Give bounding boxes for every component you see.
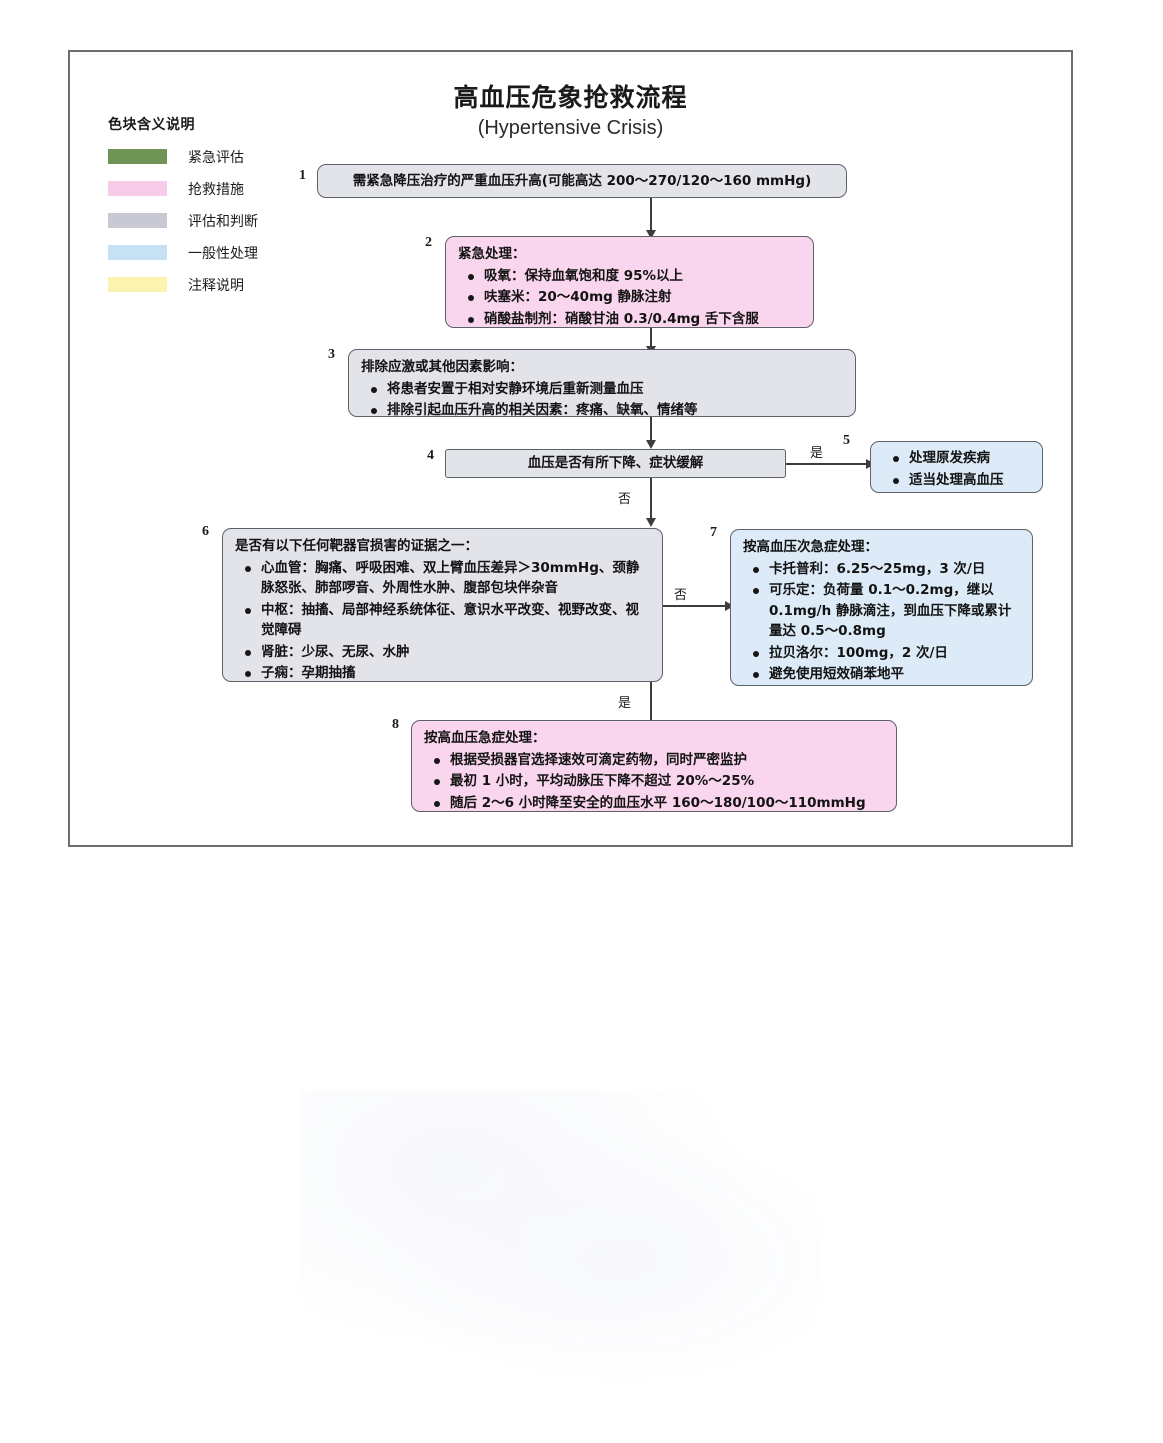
edge-label-6-yes: 是 [618,696,632,711]
legend-item-rescue-measures: 抢救措施 [108,177,318,200]
node-7-bullet-1: 卡托普利：6.25～25mg，3 次/日 [753,559,1020,580]
edge-label-4-yes: 是 [810,446,824,461]
connector-6-to-7-line [663,605,728,607]
legend-swatch-gray [108,213,167,228]
node-1-text: 需紧急降压治疗的严重血压升高(可能高达 200～270/120～160 mmHg… [352,172,812,189]
node-7-bullet-2: 可乐定：负荷量 0.1～0.2mg，继以 0.1mg/h 静脉滴注，到血压下降或… [753,580,1020,642]
connector-3-to-4-line [650,417,652,444]
step-number-8: 8 [392,717,399,732]
node-3-bullet-list: 将患者安置于相对安静环境后重新测量血压 排除引起血压升高的相关因素：疼痛、缺氧、… [361,379,843,421]
node-4-bp-decision[interactable]: 血压是否有所下降、症状缓解 [445,449,786,478]
connector-2-to-3-line [650,328,652,350]
node-3-exclude-stress-factors[interactable]: 排除应激或其他因素影响： 将患者安置于相对安静环境后重新测量血压 排除引起血压升… [348,349,856,418]
node-6-target-organ-damage-decision[interactable]: 是否有以下任何靶器官损害的证据之一： 心血管：胸痛、呼吸困难、双上臂血压差异＞3… [222,528,663,682]
legend-item-assessment-judgement: 评估和判断 [108,209,318,232]
page-frame: 高血压危象抢救流程 (Hypertensive Crisis) 色块含义说明 紧… [68,50,1073,847]
legend-item-annotation: 注释说明 [108,273,318,296]
legend-label-general-handling: 一般性处理 [188,245,258,262]
node-5-treat-underlying-disease[interactable]: 处理原发疾病 适当处理高血压 [870,441,1043,493]
node-7-urgency-treatment[interactable]: 按高血压次急症处理： 卡托普利：6.25～25mg，3 次/日 可乐定：负荷量 … [730,529,1033,686]
node-3-bullet-1: 将患者安置于相对安静环境后重新测量血压 [371,379,843,400]
node-2-bullet-1: 吸氧：保持血氧饱和度 95%以上 [468,266,801,287]
node-5-bullet-1: 处理原发疾病 [893,448,1030,469]
legend-label-assessment-judgement: 评估和判断 [188,213,258,230]
connector-4-to-6-arrow [646,518,656,527]
node-1-severe-bp-elevation[interactable]: 需紧急降压治疗的严重血压升高(可能高达 200～270/120～160 mmHg… [317,164,847,198]
step-number-7: 7 [710,525,717,540]
node-5-bullet-2: 适当处理高血压 [893,470,1030,491]
node-6-bullet-1: 心血管：胸痛、呼吸困难、双上臂血压差异＞30mmHg、颈静脉怒张、肺部啰音、外周… [245,558,650,599]
legend-swatch-yellow [108,277,167,292]
edge-label-6-no: 否 [674,588,688,603]
node-7-heading: 按高血压次急症处理： [743,539,878,555]
legend-swatch-blue [108,245,167,260]
node-7-bullet-4: 避免使用短效硝苯地平 [753,664,1020,685]
node-2-heading: 紧急处理： [458,246,526,262]
node-7-bullet-list: 卡托普利：6.25～25mg，3 次/日 可乐定：负荷量 0.1～0.2mg，继… [743,559,1020,685]
legend-label-rescue-measures: 抢救措施 [188,181,244,198]
node-6-bullet-4: 子痫：孕期抽搐 [245,663,650,684]
step-number-2: 2 [425,235,432,250]
node-2-bullet-list: 吸氧：保持血氧饱和度 95%以上 呋塞米：20～40mg 静脉注射 硝酸盐制剂：… [458,266,801,330]
node-3-bullet-2: 排除引起血压升高的相关因素：疼痛、缺氧、情绪等 [371,400,843,421]
node-6-bullet-3: 肾脏：少尿、无尿、水肿 [245,642,650,663]
title-english: (Hypertensive Crisis) [477,117,664,140]
node-6-bullet-list: 心血管：胸痛、呼吸困难、双上臂血压差异＞30mmHg、颈静脉怒张、肺部啰音、外周… [235,558,650,684]
connector-6-to-7-arrow [725,601,734,611]
connector-6-to-8-line [650,682,652,724]
connector-1-to-2-arrow [646,230,656,239]
title-chinese: 高血压危象抢救流程 [453,83,688,112]
step-number-3: 3 [328,347,335,362]
node-8-bullet-list: 根据受损器官选择速效可滴定药物，同时严密监护 最初 1 小时，平均动脉压下降不超… [424,750,884,814]
legend-item-general-handling: 一般性处理 [108,241,318,264]
node-5-bullet-list: 处理原发疾病 适当处理高血压 [883,448,1030,490]
connector-4-to-5-line [786,463,868,465]
node-8-heading: 按高血压急症处理： [424,730,546,746]
node-6-heading: 是否有以下任何靶器官损害的证据之一： [235,538,478,554]
step-number-5: 5 [843,433,850,448]
node-2-bullet-2: 呋塞米：20～40mg 静脉注射 [468,287,801,308]
node-6-bullet-2: 中枢：抽搐、局部神经系统体征、意识水平改变、视野改变、视觉障碍 [245,600,650,641]
node-8-bullet-1: 根据受损器官选择速效可滴定药物，同时严密监护 [434,750,884,771]
node-8-bullet-3: 随后 2～6 小时降至安全的血压水平 160～180/100～110mmHg [434,793,884,814]
node-8-bullet-2: 最初 1 小时，平均动脉压下降不超过 20%～25% [434,771,884,792]
legend-label-emergency-assessment: 紧急评估 [188,149,244,166]
legend-title: 色块含义说明 [108,117,195,133]
node-7-bullet-3: 拉贝洛尔：100mg，2 次/日 [753,643,1020,664]
node-2-bullet-3: 硝酸盐制剂：硝酸甘油 0.3/0.4mg 舌下含服 [468,309,801,330]
node-3-heading: 排除应激或其他因素影响： [361,359,523,375]
legend-label-annotation: 注释说明 [188,277,244,294]
page-title: 高血压危象抢救流程 (Hypertensive Crisis) [70,82,1071,141]
node-4-text: 血压是否有所下降、症状缓解 [527,455,704,472]
legend: 色块含义说明 紧急评估 抢救措施 评估和判断 一般性处理 注释说明 [108,114,318,305]
step-number-4: 4 [427,448,434,463]
page-bleed-through-watermark [300,1090,820,1400]
edge-label-4-no: 否 [618,492,632,507]
legend-swatch-green [108,149,167,164]
legend-item-emergency-assessment: 紧急评估 [108,145,318,168]
connector-4-to-6-line [650,478,652,522]
step-number-1: 1 [299,168,306,183]
connector-3-to-4-arrow [646,440,656,449]
legend-swatch-pink [108,181,167,196]
step-number-6: 6 [202,524,209,539]
node-8-emergency-treatment[interactable]: 按高血压急症处理： 根据受损器官选择速效可滴定药物，同时严密监护 最初 1 小时… [411,720,897,812]
node-2-emergency-treatment[interactable]: 紧急处理： 吸氧：保持血氧饱和度 95%以上 呋塞米：20～40mg 静脉注射 … [445,236,814,328]
connector-1-to-2-line [650,198,652,232]
